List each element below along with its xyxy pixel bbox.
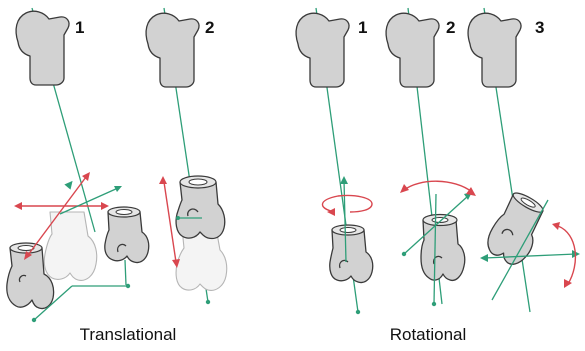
ghost-distal-fragment [43, 211, 98, 281]
femur-label-r3: 3 [535, 18, 544, 37]
femur-2-translational: 2 [145, 7, 228, 305]
distal-fragment-r2 [420, 213, 466, 282]
femur-label-r2: 2 [446, 18, 455, 37]
femur-label-r1: 1 [358, 18, 367, 37]
femur-label-1: 1 [75, 18, 84, 37]
femur-3-rotational: 3 [467, 7, 580, 313]
rotational-panel: 1 2 [295, 7, 580, 344]
distal-fragment-r1 [329, 224, 374, 284]
translation-arrows [14, 172, 122, 260]
femur-2-rotational: 2 [385, 7, 476, 307]
distal-fragment-r3 [487, 192, 544, 265]
femur-1-translational: 1 [6, 7, 150, 323]
femur-1-rotational: 1 [295, 7, 374, 315]
femur-label-2: 2 [205, 18, 214, 37]
distal-fragment-front [6, 242, 55, 310]
distal-fragment-shifted [175, 175, 226, 240]
caption-translational: Translational [80, 325, 177, 344]
translational-panel: 1 [6, 7, 228, 344]
caption-rotational: Rotational [390, 325, 467, 344]
distal-fragment-right [104, 206, 150, 264]
